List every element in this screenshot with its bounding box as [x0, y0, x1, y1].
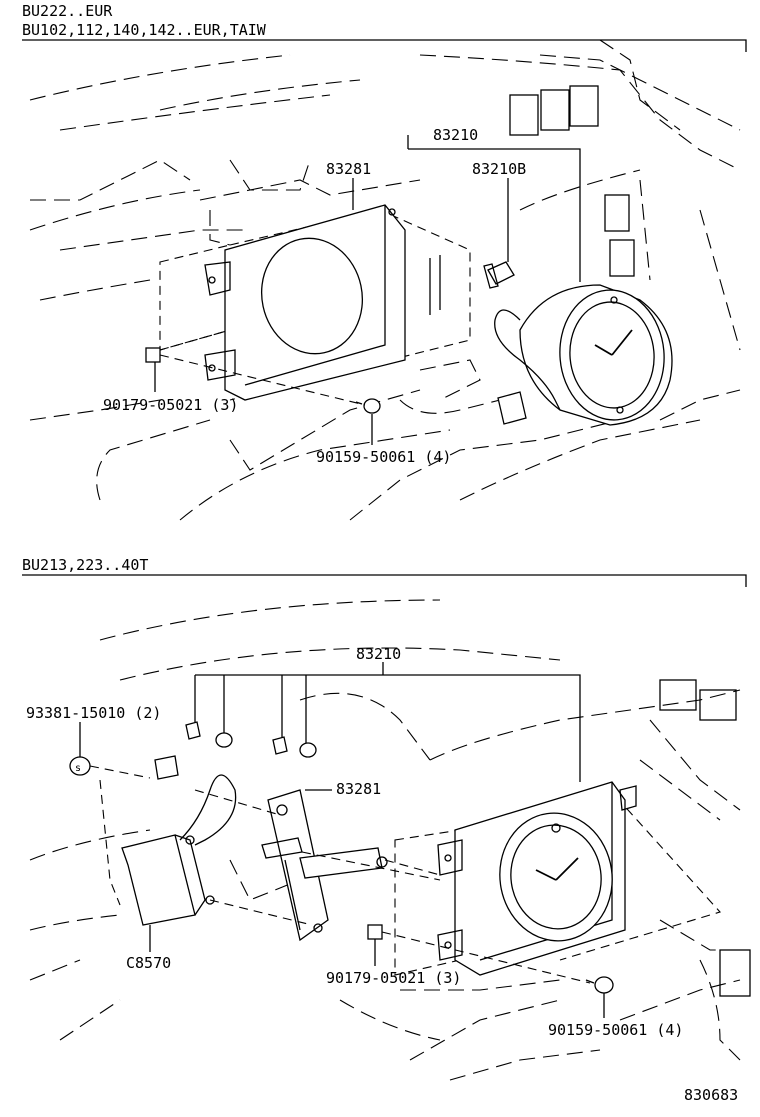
section-1-header-line2: BU102,112,140,142..EUR,TAIW	[22, 21, 267, 39]
label-nut-2: 90179-05021 (3)	[326, 969, 461, 987]
label-83281-1: 83281	[326, 160, 371, 178]
label-83210-2: 83210	[356, 645, 401, 663]
fasteners-2	[185, 721, 317, 758]
clip-93381: s	[69, 756, 91, 776]
label-83281-2: 83281	[336, 780, 381, 798]
switch-panel-2	[659, 679, 751, 997]
screw-90159-1	[355, 398, 381, 414]
clock-assembly-2	[394, 781, 721, 976]
switch-panel-1	[509, 85, 635, 277]
label-clip: 93381-15010 (2)	[26, 704, 161, 722]
label-nut-1: 90179-05021 (3)	[103, 396, 238, 414]
diagram-id: 830683	[684, 1086, 738, 1104]
label-screw-2: 90159-50061 (4)	[548, 1021, 683, 1039]
section-1: BU222..EUR BU102,112,140,142..EUR,TAIW	[22, 2, 747, 521]
leaders-2	[79, 662, 605, 1018]
leaders-1	[154, 135, 581, 445]
bulb-83210b	[483, 261, 515, 289]
label-screw-1: 90159-50061 (4)	[316, 448, 451, 466]
assembly-lines-2	[89, 765, 591, 984]
module-c8570	[99, 755, 237, 926]
section-2-header-line1: BU213,223..40T	[22, 556, 148, 574]
nut-90179-1	[145, 347, 161, 363]
section-2-frame	[22, 574, 747, 587]
section-1-header-line1: BU222..EUR	[22, 2, 113, 20]
screw-90159-2	[585, 976, 614, 994]
bracket-83281	[159, 204, 471, 401]
svg-text:s: s	[75, 763, 81, 774]
label-83210-1: 83210	[433, 126, 478, 144]
section-2: BU213,223..40T	[22, 556, 751, 1081]
label-c8570: C8570	[126, 954, 171, 972]
section-1-frame	[22, 39, 747, 52]
nut-90179-2	[367, 924, 383, 940]
dashboard-outline-2	[29, 599, 741, 1081]
clock-assembly-1	[494, 284, 673, 426]
label-83210b: 83210B	[472, 160, 526, 178]
